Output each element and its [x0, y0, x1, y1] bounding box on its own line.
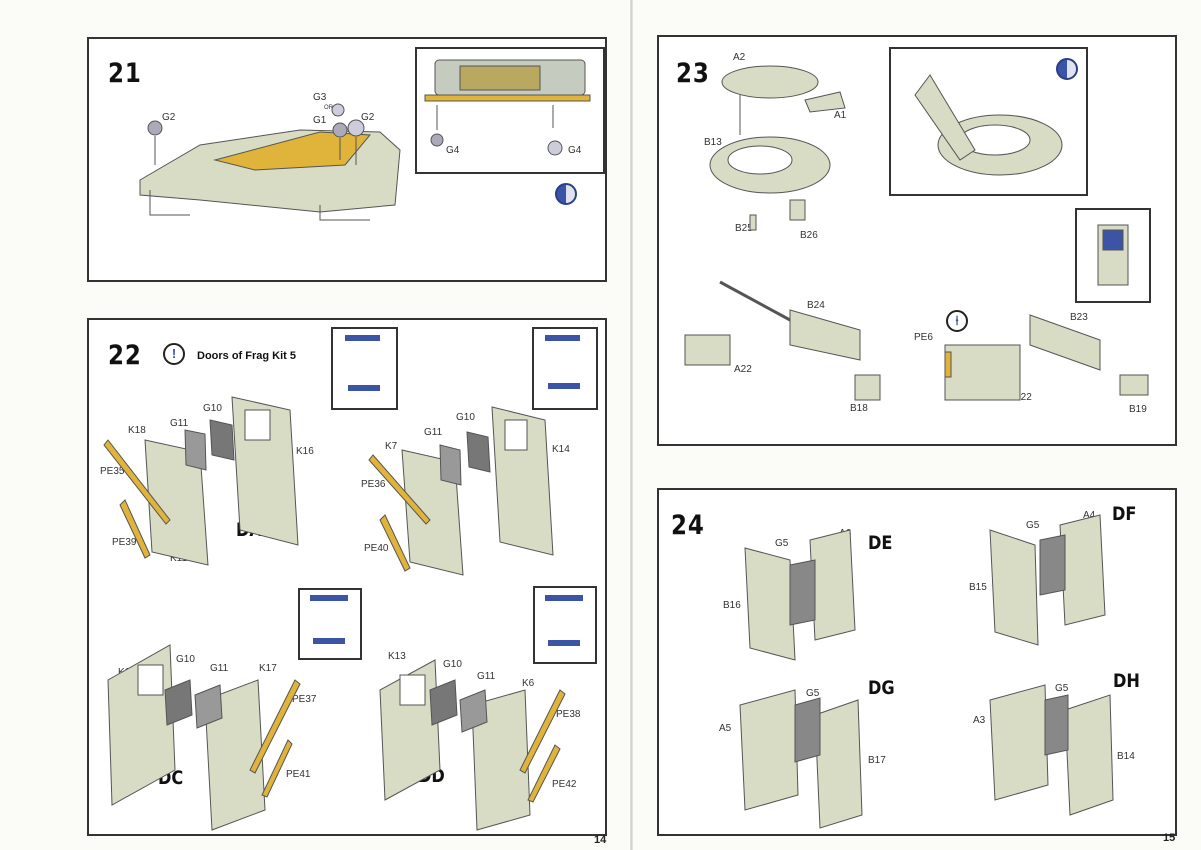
- door-de-title: DE: [868, 532, 893, 554]
- door-dc-inset: [298, 588, 362, 660]
- step-21-number: 21: [108, 58, 142, 89]
- part-label: G10: [456, 412, 475, 423]
- door-df-title: DF: [1112, 503, 1137, 525]
- step-23-number: 23: [676, 58, 710, 89]
- door-db-title: DB: [498, 519, 524, 541]
- part-label: K11: [170, 553, 188, 564]
- part-label: OR: [324, 105, 333, 111]
- door-dc-title: DC: [158, 767, 184, 789]
- part-label: K14: [552, 444, 570, 455]
- part-label: G10: [203, 403, 222, 414]
- part-label: G5: [806, 688, 820, 699]
- part-label: B22: [1014, 392, 1032, 403]
- part-label: G5: [775, 538, 789, 549]
- photo-etch-icon: ⍿: [946, 310, 968, 332]
- door-dh-title: DH: [1113, 670, 1140, 692]
- part-label: G1: [313, 115, 327, 126]
- part-label: G10: [443, 659, 462, 670]
- door-da-title: DA: [236, 519, 262, 541]
- step-24-number: 24: [671, 510, 705, 541]
- part-label: A1: [834, 110, 847, 121]
- part-label: K15: [118, 667, 136, 678]
- page-fold: [630, 0, 633, 850]
- part-label: K11: [499, 809, 517, 820]
- part-label: G3: [313, 92, 327, 103]
- part-label: G5: [1055, 683, 1069, 694]
- part-label: G4: [568, 145, 582, 156]
- symmetric-assembly-icon: [555, 183, 577, 205]
- door-da-inset: [331, 327, 398, 410]
- part-label: PE6: [914, 332, 933, 343]
- part-label: B25: [735, 223, 753, 234]
- part-label: K16: [296, 446, 314, 457]
- part-label: A6: [839, 528, 852, 539]
- part-label: A22: [734, 364, 752, 375]
- part-label: A5: [719, 723, 732, 734]
- part-label: G4: [446, 145, 460, 156]
- symmetric-assembly-icon: [1056, 58, 1078, 80]
- part-label: B26: [800, 230, 818, 241]
- part-label: A3: [973, 715, 986, 726]
- part-label: PE38: [556, 709, 581, 720]
- step-24-box: [657, 488, 1177, 836]
- part-label: G10: [176, 654, 195, 665]
- part-label: K11: [428, 559, 446, 570]
- part-label: G11: [477, 671, 496, 682]
- part-label: PE37: [292, 694, 317, 705]
- part-label: B13: [704, 137, 722, 148]
- part-label: K6: [522, 678, 535, 689]
- part-label: B24: [807, 300, 825, 311]
- part-label: B18: [850, 403, 868, 414]
- part-label: G2: [162, 112, 176, 123]
- door-dd-inset: [533, 586, 597, 664]
- door-dd-title: DD: [418, 765, 445, 787]
- part-label: G11: [424, 427, 443, 438]
- part-label: B15: [969, 582, 987, 593]
- part-label: K11: [238, 800, 256, 811]
- part-label: PE35: [100, 466, 125, 477]
- part-label: G5: [1026, 520, 1040, 531]
- step-22-number: 22: [108, 340, 142, 371]
- step-22-note: Doors of Frag Kit 5: [197, 350, 297, 362]
- part-label: K7: [385, 441, 398, 452]
- part-label: G2: [361, 112, 375, 123]
- part-label: A4: [1083, 510, 1096, 521]
- door-dg-title: DG: [868, 677, 895, 699]
- part-label: B17: [868, 755, 886, 766]
- door-db-inset: [532, 327, 598, 410]
- part-label: PE39: [112, 537, 137, 548]
- part-label: A2: [733, 52, 746, 63]
- part-label: PE41: [286, 769, 311, 780]
- part-label: B23: [1070, 312, 1088, 323]
- part-label: B14: [1117, 751, 1135, 762]
- part-label: K18: [128, 425, 146, 436]
- part-label: PE36: [361, 479, 386, 490]
- part-label: K17: [259, 663, 277, 674]
- attention-icon: !: [163, 343, 185, 365]
- step-23-inset-mount: [1075, 208, 1151, 303]
- part-label: G11: [210, 663, 229, 674]
- page-number-right: 15: [1163, 832, 1176, 844]
- part-label: PE42: [552, 779, 577, 790]
- part-label: B19: [1129, 404, 1147, 415]
- part-label: K13: [388, 651, 406, 662]
- part-label: G11: [170, 418, 189, 429]
- page-number-left: 14: [594, 834, 607, 846]
- part-label: B16: [723, 600, 741, 611]
- part-label: PE40: [364, 543, 389, 554]
